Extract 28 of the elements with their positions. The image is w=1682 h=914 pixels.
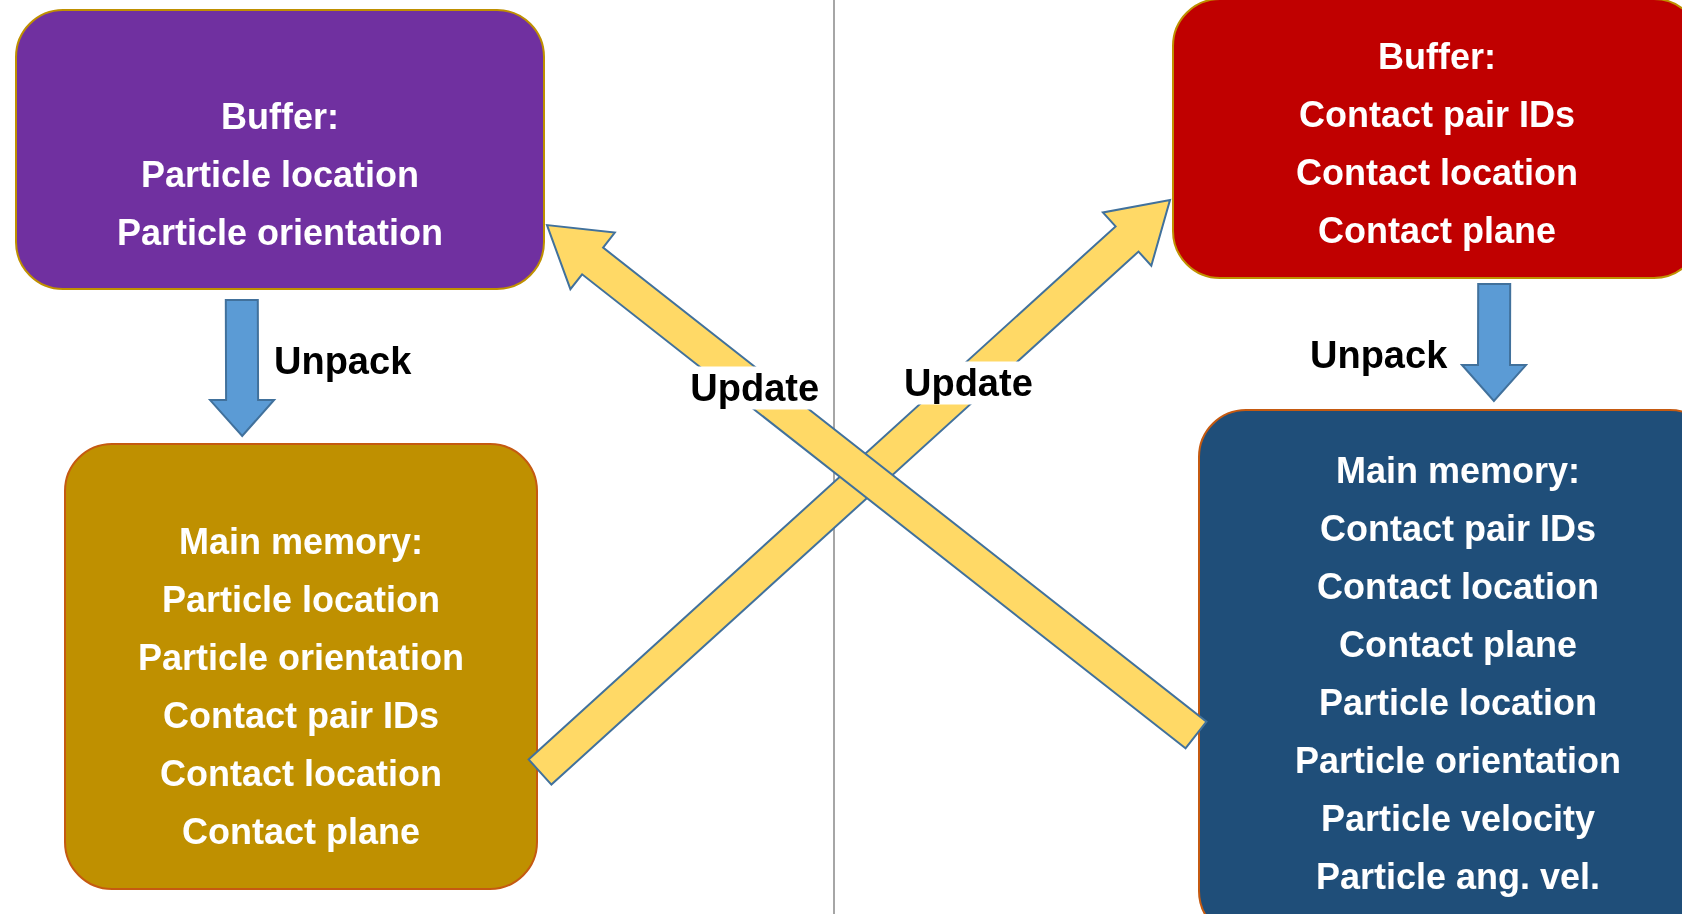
box-text: Particle location: [1318, 681, 1598, 725]
box-text: Contact location: [1296, 150, 1578, 195]
block-arrow: [207, 299, 277, 438]
block-arrow: [1459, 283, 1529, 403]
box-text: Particle ang. vel.: [1315, 855, 1601, 899]
box-heading: Main memory:: [1335, 449, 1581, 493]
box-text: Particle location: [161, 577, 441, 622]
rounded-box: [1172, 0, 1682, 279]
box-text: Contact plane: [182, 809, 420, 854]
box-text: Contact pair IDs: [1319, 507, 1596, 551]
box-text: Contact plane: [1318, 208, 1556, 253]
block-arrow: [545, 223, 1208, 750]
box-heading: Buffer:: [221, 94, 339, 139]
rounded-box: [15, 9, 545, 290]
rounded-box: [1198, 409, 1682, 914]
box-heading: Main memory:: [178, 519, 424, 564]
box-text: Contact location: [1317, 565, 1599, 609]
rounded-box: [64, 443, 538, 890]
box-text: Particle orientation: [116, 210, 444, 255]
box-text: Contact pair IDs: [1298, 92, 1575, 137]
box-text: Contact plane: [1339, 623, 1577, 667]
box-heading: Buffer:: [1378, 34, 1496, 79]
box-text: Contact location: [160, 751, 442, 796]
box-text: Contact pair IDs: [162, 693, 439, 738]
box-text: Particle orientation: [137, 635, 465, 680]
box-text: Particle velocity: [1320, 797, 1596, 841]
box-text: Particle orientation: [1294, 739, 1622, 783]
box-text: Particle location: [140, 152, 420, 197]
